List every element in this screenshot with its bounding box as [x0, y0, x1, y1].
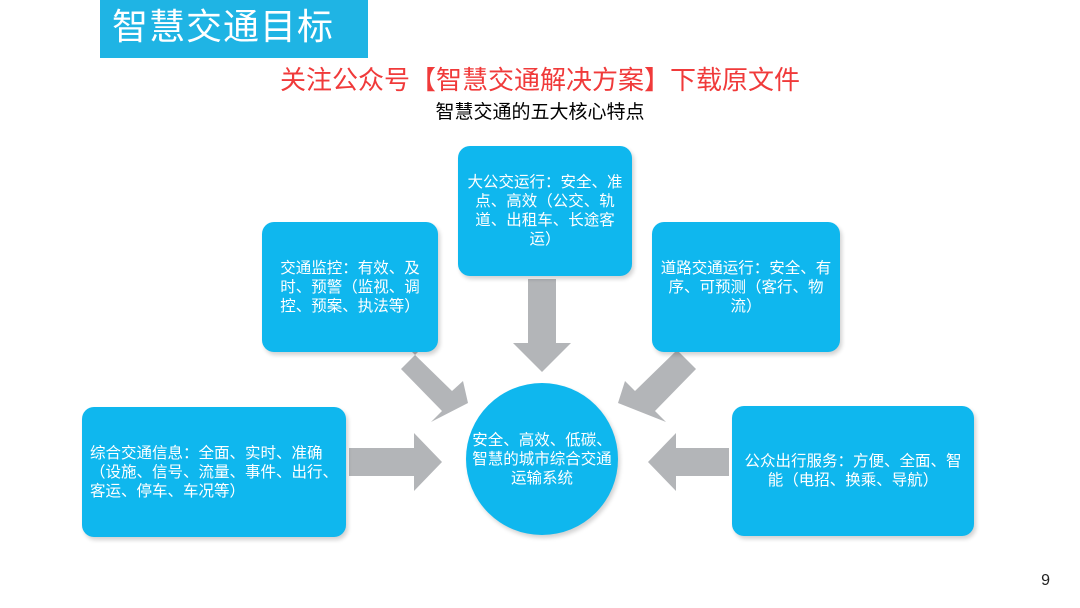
arrow-from-top	[513, 279, 571, 372]
promo-text: 关注公众号【智慧交通解决方案】下载原文件	[279, 66, 800, 96]
center-hub-label: 安全、高效、低碳、智慧的城市综合交通运输系统	[472, 430, 612, 487]
title-bar: 智慧交通目标	[100, 0, 368, 58]
diagram-subtitle: 智慧交通的五大核心特点	[435, 101, 645, 123]
arrow-from-top-right	[618, 351, 696, 422]
center-hub: 安全、高效、低碳、智慧的城市综合交通运输系统	[466, 383, 618, 535]
arrow-from-top-left	[401, 351, 468, 422]
node-road-traffic-label: 道路交通运行：安全、有序、可预测（客行、物流）	[660, 258, 832, 315]
node-public-travel: 公众出行服务：方便、全面、智能（电招、换乘、导航）	[732, 406, 974, 536]
arrow-from-right	[648, 433, 729, 491]
arrow-from-left	[349, 433, 442, 491]
node-traffic-info-label: 综合交通信息：全面、实时、准确（设施、信号、流量、事件、出行、客运、停车、车况等…	[90, 443, 339, 500]
node-traffic-monitoring-label: 交通监控：有效、及时、预警（监视、调控、预案、执法等）	[280, 258, 420, 315]
node-public-transit: 大公交运行：安全、准点、高效（公交、轨道、出租车、长途客运）	[458, 146, 632, 276]
slide-title: 智慧交通目标	[112, 7, 335, 48]
node-road-traffic: 道路交通运行：安全、有序、可预测（客行、物流）	[652, 222, 840, 352]
node-traffic-info: 综合交通信息：全面、实时、准确（设施、信号、流量、事件、出行、客运、停车、车况等…	[82, 407, 346, 537]
node-traffic-monitoring: 交通监控：有效、及时、预警（监视、调控、预案、执法等）	[262, 222, 438, 352]
node-public-travel-label: 公众出行服务：方便、全面、智能（电招、换乘、导航）	[744, 452, 962, 489]
node-public-transit-label: 大公交运行：安全、准点、高效（公交、轨道、出租车、长途客运）	[467, 173, 623, 248]
page-number: 9	[1041, 572, 1050, 589]
